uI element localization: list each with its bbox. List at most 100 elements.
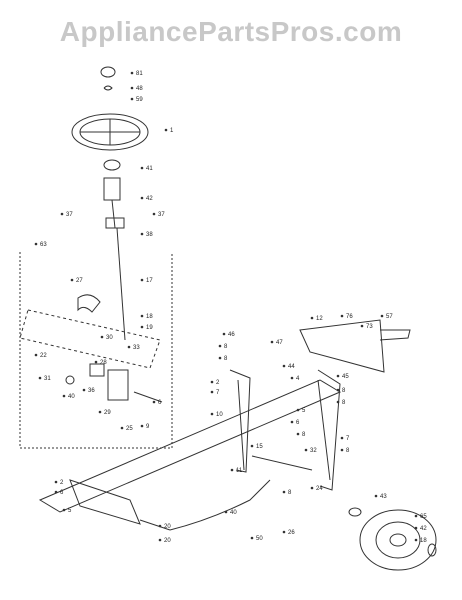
part-callout-label: 31 [44, 376, 51, 382]
adapter-part [103, 159, 121, 171]
part-callout-label: 42 [420, 526, 427, 532]
leader-dot [164, 128, 168, 132]
washer-part [348, 507, 362, 517]
part-callout-label: 59 [136, 97, 143, 103]
leader-dot [140, 232, 144, 236]
leader-dot [340, 314, 344, 318]
part-callout-label: 8 [342, 400, 346, 406]
leader-dot [290, 420, 294, 424]
part-callout-label: 6 [296, 420, 300, 426]
leader-dot [140, 424, 144, 428]
part-callout-label: 45 [342, 374, 349, 380]
leader-dot [340, 436, 344, 440]
part-callout-label: 37 [158, 212, 165, 218]
leader-dot [54, 480, 58, 484]
leader-dot [414, 526, 418, 530]
part-callout-label: 9 [146, 424, 150, 430]
part-callout-label: 15 [256, 444, 263, 450]
part-callout-label: 42 [146, 196, 153, 202]
leader-dot [140, 196, 144, 200]
leader-dot [62, 394, 66, 398]
leader-dot [282, 530, 286, 534]
part-callout-label: 8 [224, 344, 228, 350]
leader-dot [290, 376, 294, 380]
column-support [105, 217, 125, 229]
part-callout-label: 41 [146, 166, 153, 172]
leader-dot [224, 510, 228, 514]
leader-dot [70, 278, 74, 282]
inset-box [19, 252, 173, 449]
part-callout-label: 19 [146, 325, 153, 331]
leader-dot [218, 356, 222, 360]
leader-dot [210, 380, 214, 384]
cap-part [100, 66, 116, 78]
part-callout-label: 63 [40, 242, 47, 248]
spindle-left [237, 379, 245, 471]
leader-dot [94, 360, 98, 364]
leader-dot [218, 344, 222, 348]
leader-dot [62, 508, 66, 512]
leader-dot [127, 345, 131, 349]
part-callout-label: 73 [366, 324, 373, 330]
part-callout-label: 8 [346, 448, 350, 454]
steering-bracket [299, 319, 385, 373]
leader-dot [158, 524, 162, 528]
leader-dot [98, 410, 102, 414]
leader-dot [250, 444, 254, 448]
part-callout-label: 27 [76, 278, 83, 284]
part-callout-label: 20 [164, 538, 171, 544]
part-callout-label: 24 [316, 486, 323, 492]
bracket-part [107, 369, 129, 401]
leader-dot [310, 316, 314, 320]
part-callout-label: 2 [216, 380, 220, 386]
part-callout-label: 4 [296, 376, 300, 382]
watermark: AppliancePartsPros.com [59, 16, 403, 47]
leader-dot [360, 324, 364, 328]
leader-dot [296, 408, 300, 412]
part-callout-label: 11 [236, 468, 243, 474]
part-callout-label: 17 [146, 278, 153, 284]
part-callout-label: 26 [288, 530, 295, 536]
part-callout-label: 38 [146, 232, 153, 238]
leader-dot [120, 426, 124, 430]
part-callout-label: 7 [216, 390, 220, 396]
front-axle [38, 379, 342, 513]
part-callout-label: 20 [164, 524, 171, 530]
leader-dot [336, 374, 340, 378]
leader-dot [158, 538, 162, 542]
leader-dot [210, 412, 214, 416]
part-callout-label: 44 [288, 364, 295, 370]
leader-dot [380, 314, 384, 318]
part-callout-label: 30 [106, 335, 113, 341]
part-callout-label: 18 [420, 538, 427, 544]
leader-dot [414, 538, 418, 542]
tie-rod [251, 455, 313, 471]
leader-dot [230, 468, 234, 472]
leader-dot [210, 390, 214, 394]
column-bushing [103, 177, 121, 201]
leader-dot [222, 332, 226, 336]
part-callout-label: 33 [133, 345, 140, 351]
part-callout-label: 40 [230, 510, 237, 516]
part-callout-label: 46 [228, 332, 235, 338]
part-callout-label: 8 [302, 432, 306, 438]
leader-dot [296, 432, 300, 436]
leader-dot [336, 388, 340, 392]
part-callout-label: 6 [60, 490, 64, 496]
leader-dot [130, 97, 134, 101]
part-callout-label: 2 [60, 480, 64, 486]
part-callout-label: 28 [100, 360, 107, 366]
leader-dot [38, 376, 42, 380]
part-callout-label: 8 [224, 356, 228, 362]
part-callout-label: 50 [256, 536, 263, 542]
leader-dot [152, 212, 156, 216]
part-callout-label: 29 [104, 410, 111, 416]
steering-wheel [71, 113, 149, 151]
leader-dot [270, 340, 274, 344]
leader-dot [140, 278, 144, 282]
leader-dot [250, 536, 254, 540]
part-callout-label: 76 [346, 314, 353, 320]
leader-dot [140, 325, 144, 329]
leader-dot [130, 71, 134, 75]
